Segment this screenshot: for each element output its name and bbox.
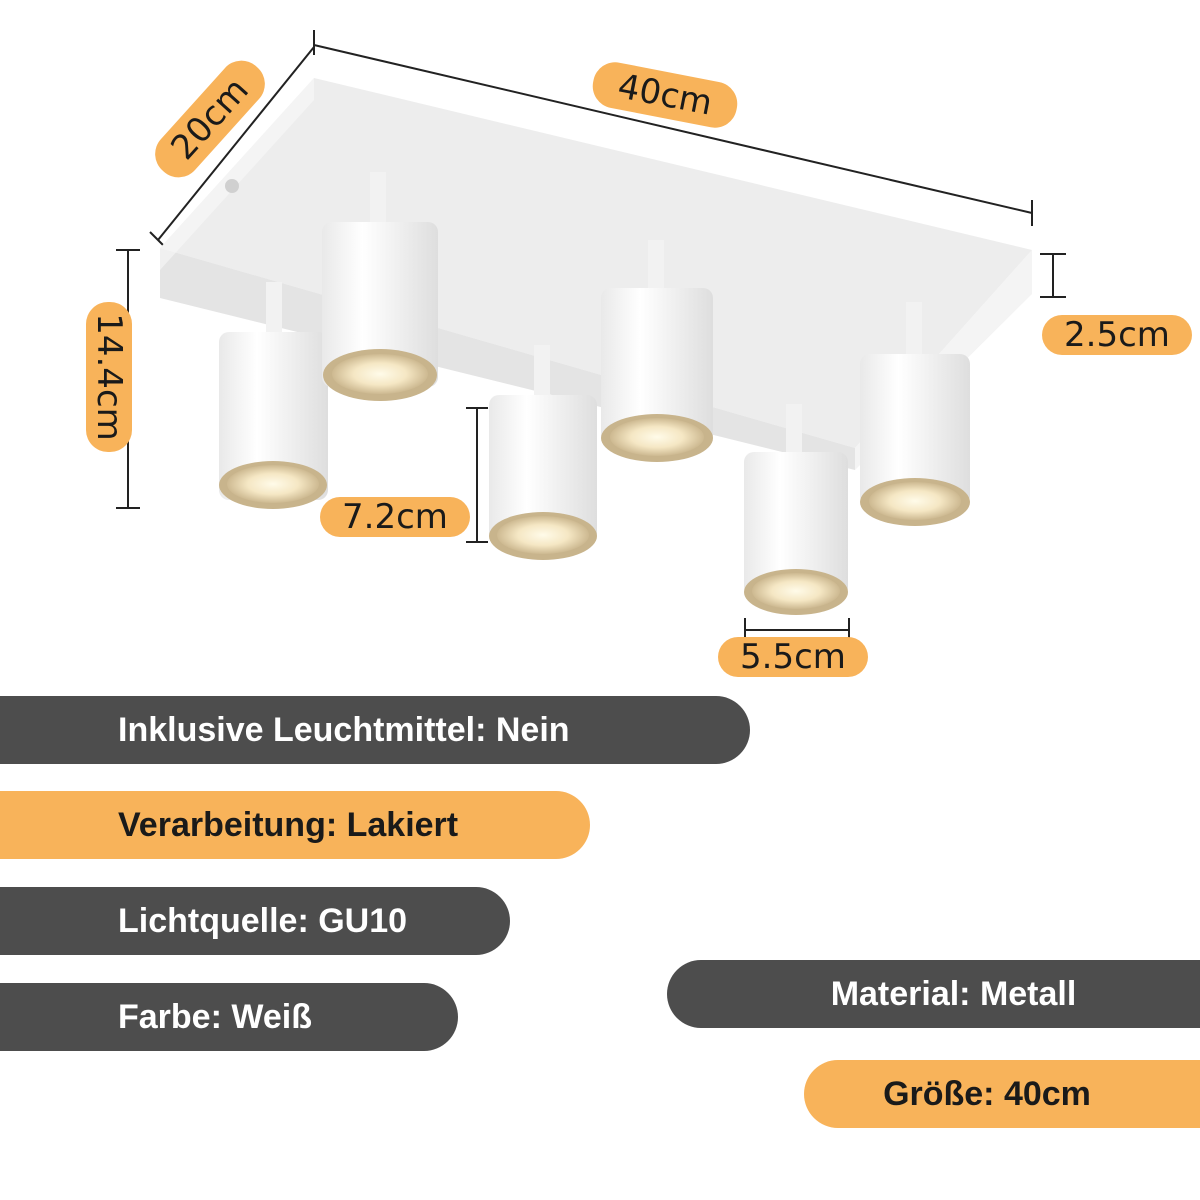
spotlight-3	[489, 345, 597, 560]
height-dimension-label: 14.4cm	[86, 302, 132, 452]
ceiling-spotlight-illustration	[116, 30, 1066, 642]
spotlight-6	[860, 302, 970, 526]
spec-bulbs-included: Inklusive Leuchtmittel: Nein	[0, 696, 750, 764]
spot-diameter-label: 5.5cm	[718, 637, 868, 677]
spec-color: Farbe: Weiß	[0, 983, 458, 1051]
spotlight-1	[219, 282, 328, 509]
spec-finish: Verarbeitung: Lakiert	[0, 791, 590, 859]
spotlight-5	[744, 404, 848, 615]
spec-light-source: Lichtquelle: GU10	[0, 887, 510, 955]
spot-height-label: 7.2cm	[320, 497, 470, 537]
plate-thickness-label: 2.5cm	[1042, 315, 1192, 355]
spotlight-4	[601, 240, 713, 462]
spec-size: Größe: 40cm	[804, 1060, 1200, 1128]
spotlight-2	[322, 172, 438, 401]
spec-material: Material: Metall	[667, 960, 1200, 1028]
